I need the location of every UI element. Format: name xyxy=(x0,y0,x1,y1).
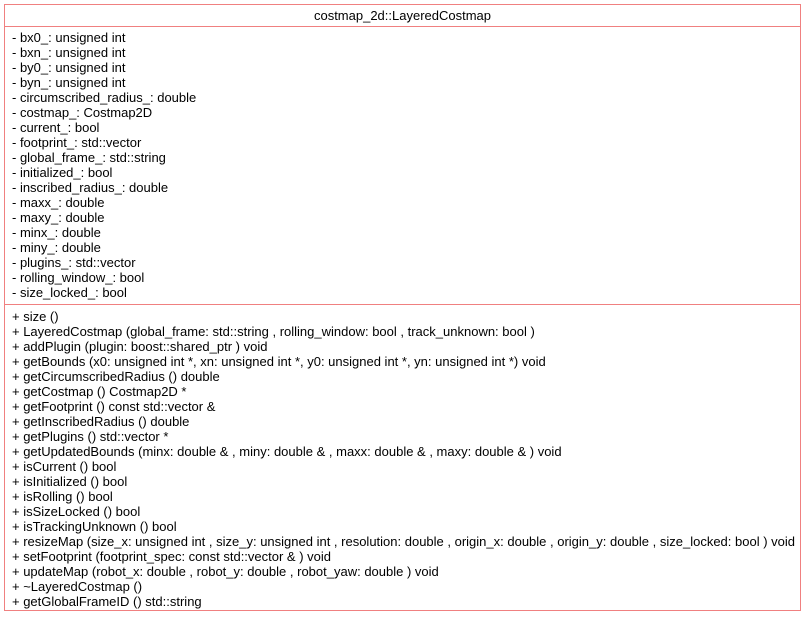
method-row: + resizeMap (size_x: unsigned int , size… xyxy=(12,534,795,549)
attribute-row: - footprint_: std::vector xyxy=(12,135,142,150)
method-row: + getInscribedRadius () double xyxy=(12,414,190,429)
attribute-row: - initialized_: bool xyxy=(12,165,113,180)
attribute-row: - current_: bool xyxy=(12,120,100,135)
attribute-row: - maxx_: double xyxy=(12,195,105,210)
uml-class-box: costmap_2d::LayeredCostmap - bx0_: unsig… xyxy=(4,4,801,611)
attribute-row: - global_frame_: std::string xyxy=(12,150,166,165)
attribute-row: - circumscribed_radius_: double xyxy=(12,90,197,105)
class-title: costmap_2d::LayeredCostmap xyxy=(5,5,800,27)
method-row: + size () xyxy=(12,309,59,324)
method-row: + getUpdatedBounds (minx: double & , min… xyxy=(12,444,562,459)
method-row: + getFootprint () const std::vector & xyxy=(12,399,216,414)
attribute-row: - rolling_window_: bool xyxy=(12,270,145,285)
method-row: + getBounds (x0: unsigned int *, xn: uns… xyxy=(12,354,546,369)
method-row: + isCurrent () bool xyxy=(12,459,117,474)
attribute-row: - inscribed_radius_: double xyxy=(12,180,169,195)
method-row: + ~LayeredCostmap () xyxy=(12,579,143,594)
method-row: + LayeredCostmap (global_frame: std::str… xyxy=(12,324,535,339)
method-row: + setFootprint (footprint_spec: const st… xyxy=(12,549,332,564)
attribute-row: - by0_: unsigned int xyxy=(12,60,126,75)
method-row: + addPlugin (plugin: boost::shared_ptr )… xyxy=(12,339,268,354)
attribute-row: - size_locked_: bool xyxy=(12,285,127,300)
attribute-row: - plugins_: std::vector xyxy=(12,255,136,270)
methods-compartment: + size () + LayeredCostmap (global_frame… xyxy=(5,305,800,609)
method-row: + getPlugins () std::vector * xyxy=(12,429,169,444)
attribute-row: - bx0_: unsigned int xyxy=(12,30,126,45)
attributes-compartment: - bx0_: unsigned int - bxn_: unsigned in… xyxy=(5,27,800,305)
method-row: + getCostmap () Costmap2D * xyxy=(12,384,187,399)
attribute-row: - costmap_: Costmap2D xyxy=(12,105,153,120)
method-row: + isTrackingUnknown () bool xyxy=(12,519,177,534)
method-row: + getGlobalFrameID () std::string xyxy=(12,594,202,609)
method-row: + isSizeLocked () bool xyxy=(12,504,141,519)
method-row: + isRolling () bool xyxy=(12,489,113,504)
method-row: + isInitialized () bool xyxy=(12,474,128,489)
method-row: + updateMap (robot_x: double , robot_y: … xyxy=(12,564,439,579)
attribute-row: - minx_: double xyxy=(12,225,101,240)
attribute-row: - bxn_: unsigned int xyxy=(12,45,126,60)
attribute-row: - miny_: double xyxy=(12,240,101,255)
attribute-row: - byn_: unsigned int xyxy=(12,75,126,90)
attribute-row: - maxy_: double xyxy=(12,210,105,225)
method-row: + getCircumscribedRadius () double xyxy=(12,369,220,384)
